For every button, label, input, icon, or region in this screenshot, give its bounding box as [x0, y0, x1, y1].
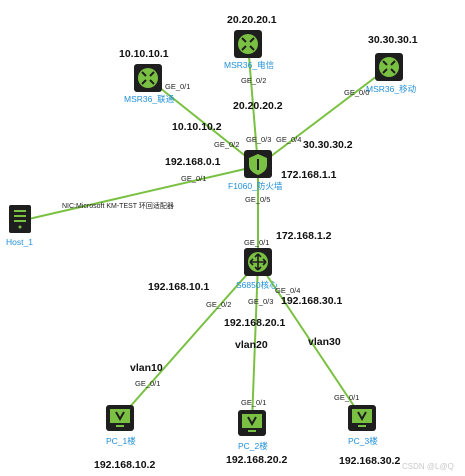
ip-pc3: 192.168.30.2 — [339, 455, 401, 467]
firewall-name: F1060_防火墙 — [228, 181, 283, 191]
pc3-name: PC_3楼 — [348, 436, 378, 446]
host-nic-label: NIC:Microsoft KM-TEST 环回适配器 — [62, 203, 174, 210]
link-unicom-firewall — [149, 79, 259, 167]
ip-core-v20: 192.168.20.1 — [224, 317, 286, 329]
router-mobile[interactable] — [375, 53, 403, 81]
link-mobile-firewall — [257, 66, 390, 167]
core-switch[interactable] — [244, 248, 272, 276]
vlan30-label: vlan30 — [308, 336, 341, 348]
link-telecom-firewall — [247, 43, 259, 167]
pc1-device[interactable] — [106, 405, 134, 431]
watermark: CSDN @L@Q — [402, 462, 454, 471]
port-fw-ge05: GE_0/5 — [245, 195, 271, 204]
port-core-ge04: GE_0/4 — [275, 286, 301, 295]
router-telecom[interactable] — [234, 30, 262, 58]
telecom-name: MSR36_电信 — [224, 60, 275, 70]
router-icon — [138, 68, 158, 88]
port-fw-ge03: GE_0/3 — [246, 135, 272, 144]
port-pc1-ge01: GE_0/1 — [135, 379, 161, 388]
ip-unicom-fw: 10.10.10.2 — [172, 121, 222, 133]
link-core-pc2 — [251, 261, 259, 423]
link-core-pc3 — [257, 261, 363, 419]
vlan10-label: vlan10 — [130, 362, 163, 374]
vlan20-label: vlan20 — [235, 339, 268, 351]
ip-fw-host: 192.168.0.1 — [165, 156, 221, 168]
core-name: S6850核心 — [236, 280, 278, 290]
ip-mobile-top: 30.30.30.1 — [368, 34, 418, 46]
ip-unicom-top: 10.10.10.1 — [119, 48, 169, 60]
pc2-device[interactable] — [238, 410, 266, 436]
link-host-firewall — [19, 165, 259, 222]
port-fw-ge02: GE_0/2 — [214, 140, 240, 149]
ip-mobile-fw: 30.30.30.2 — [303, 139, 353, 151]
ip-telecom-fw: 20.20.20.2 — [233, 100, 283, 112]
port-core-ge02: GE_0/2 — [206, 300, 232, 309]
pc3-device[interactable] — [348, 405, 376, 431]
ip-fw-core-up: 172.168.1.1 — [281, 169, 337, 181]
ip-core-v10: 192.168.10.1 — [148, 281, 210, 293]
port-pc2-ge01: GE_0/1 — [241, 398, 267, 407]
host-icon — [14, 210, 26, 229]
ip-pc1: 192.168.10.2 — [94, 459, 156, 471]
port-fw-ge01: GE_0/1 — [181, 174, 207, 183]
host-device[interactable] — [9, 205, 31, 233]
port-telecom-ge02: GE_0/2 — [241, 76, 267, 85]
host1-name: Host_1 — [6, 237, 33, 247]
router-icon — [379, 57, 399, 77]
router-unicom[interactable] — [134, 64, 162, 92]
router-icon — [238, 34, 258, 54]
link-core-pc1 — [119, 261, 259, 419]
pc1-name: PC_1楼 — [106, 436, 136, 446]
firewall-device[interactable] — [244, 150, 272, 178]
monitor-icon — [110, 409, 130, 427]
mobile-name: MSR36_移动 — [366, 84, 417, 94]
port-mobile-ge00: GE_0/0 — [344, 88, 370, 97]
ip-telecom-top: 20.20.20.1 — [227, 14, 277, 26]
port-core-ge03: GE_0/3 — [248, 297, 274, 306]
port-core-ge01: GE_0/1 — [244, 238, 270, 247]
port-unicom-ge01: GE_0/1 — [165, 82, 191, 91]
ip-pc2: 192.168.20.2 — [226, 454, 288, 466]
monitor-icon — [242, 414, 262, 432]
pc2-name: PC_2楼 — [238, 441, 268, 451]
ip-core-v30: 192.168.30.1 — [281, 295, 343, 307]
unicom-name: MSR36_联通 — [124, 94, 175, 104]
port-fw-ge04: GE_0/4 — [276, 135, 302, 144]
core-switch-icon — [248, 252, 268, 272]
monitor-icon — [352, 409, 372, 427]
port-pc3-ge01: GE_0/1 — [334, 393, 360, 402]
ip-core-fw: 172.168.1.2 — [276, 230, 332, 242]
